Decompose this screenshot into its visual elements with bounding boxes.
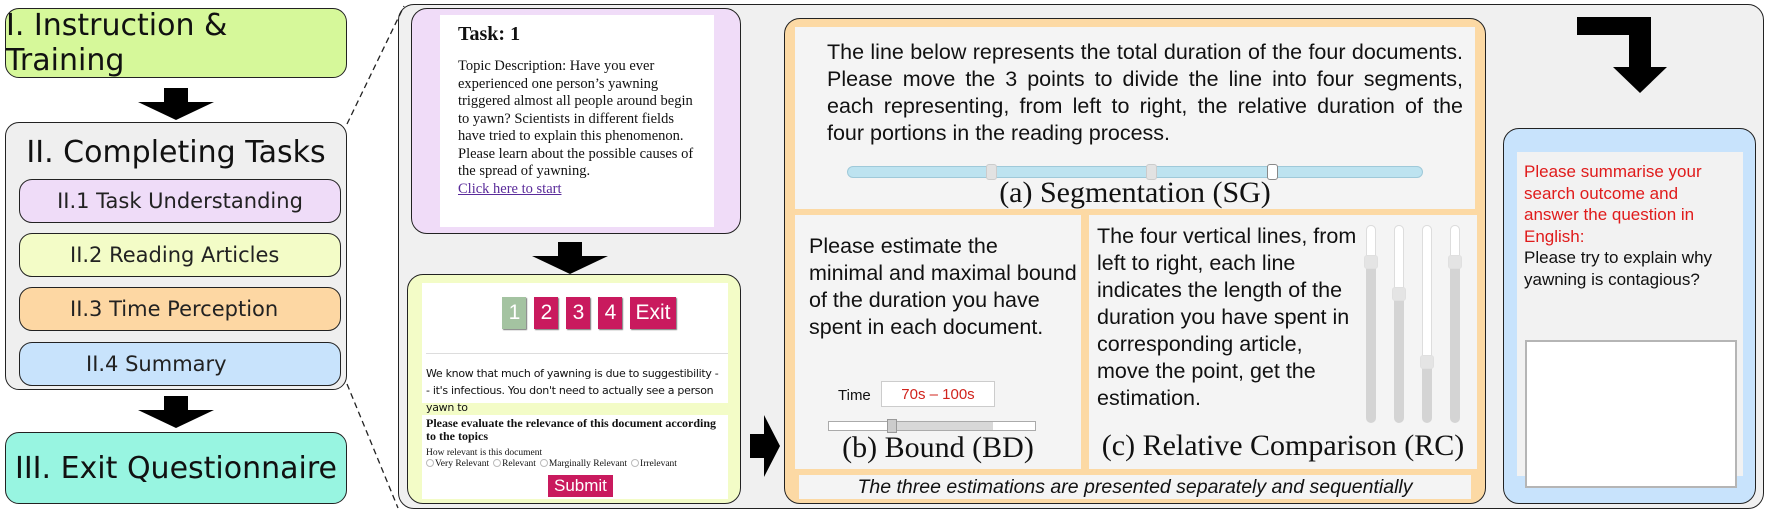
eval-question: How relevant is this document [426, 448, 543, 458]
segmentation-caption: (a) Segmentation (SG) [999, 176, 1271, 209]
eval-title: Please evaluate the relevance of this do… [426, 416, 717, 443]
option-marginally-relevant[interactable]: Marginally Relevant [539, 459, 627, 470]
vertical-slider-4[interactable] [1448, 225, 1462, 423]
summary-panel: Please summarise your search outcome and… [1503, 128, 1756, 504]
bound-range-fill [889, 422, 993, 430]
slider-knob[interactable] [1420, 355, 1434, 369]
divider [426, 353, 728, 354]
substep-label: II.4 Summary [86, 352, 227, 376]
option-relevant[interactable]: Relevant [493, 459, 536, 470]
article-view: 1 2 3 4 Exit We know that much of yawnin… [422, 283, 728, 414]
stage-label: III. Exit Questionnaire [14, 450, 337, 486]
submit-button[interactable]: Submit [548, 475, 613, 497]
segmentation-box: The line below represents the total dura… [795, 27, 1475, 209]
radio-icon[interactable] [426, 459, 434, 467]
segment-handle-1[interactable] [985, 164, 997, 180]
relative-caption: (c) Relative Comparison (RC) [1101, 429, 1465, 462]
right-arrow-icon [750, 415, 780, 477]
time-label: Time [838, 387, 871, 404]
page-button-2[interactable]: 2 [534, 297, 559, 329]
radio-icon[interactable] [631, 459, 640, 467]
substep-summary: II.4 Summary [19, 342, 341, 386]
bound-box: Please estimate the minimal and maximal … [795, 215, 1081, 469]
down-arrow-icon [532, 242, 608, 274]
relative-instruction: The four vertical lines, from left to ri… [1097, 224, 1357, 410]
estimation-note: The three estimations are presented sepa… [799, 475, 1471, 499]
task-title: Task: 1 [458, 23, 521, 45]
substep-label: II.1 Task Understanding [57, 189, 303, 213]
segment-handle-2[interactable] [1146, 164, 1158, 180]
slider-knob[interactable] [1364, 255, 1378, 269]
vertical-slider-1[interactable] [1364, 225, 1378, 423]
reading-articles-panel: 1 2 3 4 Exit We know that much of yawnin… [407, 274, 741, 504]
task-card: Task: 1 Topic Description: Have you ever… [440, 15, 714, 227]
radio-icon[interactable] [493, 459, 502, 467]
stage-instruction-training: I. Instruction & Training [5, 8, 347, 78]
vertical-slider-2[interactable] [1392, 225, 1406, 423]
substep-label: II.3 Time Perception [70, 297, 279, 321]
stage-label: I. Instruction & Training [6, 8, 228, 78]
page-button-4[interactable]: 4 [598, 297, 623, 329]
exit-button[interactable]: Exit [630, 297, 676, 329]
relevance-form: Please evaluate the relevance of this do… [422, 415, 728, 499]
task-description: Topic Description: Have you ever experie… [458, 58, 694, 179]
segmentation-slider[interactable] [847, 164, 1423, 180]
slider-knob[interactable] [1448, 255, 1462, 269]
summary-answer-input[interactable] [1525, 340, 1737, 488]
document-pager: 1 2 3 4 Exit [422, 297, 728, 329]
substep-time-perception: II.3 Time Perception [19, 287, 341, 331]
bound-range-slider[interactable] [828, 419, 1036, 433]
segment-handle-3[interactable] [1267, 164, 1279, 180]
relevance-options: Very Relevant Relevant Marginally Releva… [426, 459, 724, 470]
stage-completing-tasks: II. Completing Tasks II.1 Task Understan… [5, 122, 347, 390]
down-arrow-icon [138, 396, 214, 428]
summary-card: Please summarise your search outcome and… [1517, 152, 1743, 488]
substep-reading-articles: II.2 Reading Articles [19, 233, 341, 277]
down-arrow-icon [138, 88, 214, 120]
page-button-3[interactable]: 3 [566, 297, 591, 329]
time-range-value: 70s – 100s [881, 381, 995, 407]
stage-exit-questionnaire: III. Exit Questionnaire [5, 432, 347, 504]
stage-title: II. Completing Tasks [26, 135, 326, 170]
page-button-1[interactable]: 1 [502, 297, 527, 329]
substep-label: II.2 Reading Articles [70, 243, 280, 267]
substep-task-understanding: II.1 Task Understanding [19, 179, 341, 223]
option-irrelevant[interactable]: Irrelevant [631, 459, 677, 470]
task-understanding-panel: Task: 1 Topic Description: Have you ever… [411, 8, 741, 234]
bent-down-arrow-icon [1577, 17, 1667, 95]
summary-question: Please try to explain why yawning is con… [1524, 248, 1713, 289]
slider-knob[interactable] [1392, 287, 1406, 301]
radio-icon[interactable] [539, 459, 548, 467]
time-perception-panel: The line below represents the total dura… [784, 18, 1486, 504]
bound-caption: (b) Bound (BD) [842, 431, 1034, 464]
summary-prompt: Please summarise your search outcome and… [1524, 162, 1702, 246]
relative-comparison-box: The four vertical lines, from left to ri… [1089, 215, 1477, 469]
option-very-relevant[interactable]: Very Relevant [426, 459, 489, 470]
segmentation-instruction: The line below represents the total dura… [827, 40, 1463, 145]
article-excerpt: We know that much of yawning is due to s… [426, 367, 719, 414]
bound-handle-min[interactable] [887, 419, 897, 433]
vertical-slider-3[interactable] [1420, 225, 1434, 423]
start-link[interactable]: Click here to start [458, 180, 562, 197]
bound-instruction: Please estimate the minimal and maximal … [809, 234, 1077, 339]
